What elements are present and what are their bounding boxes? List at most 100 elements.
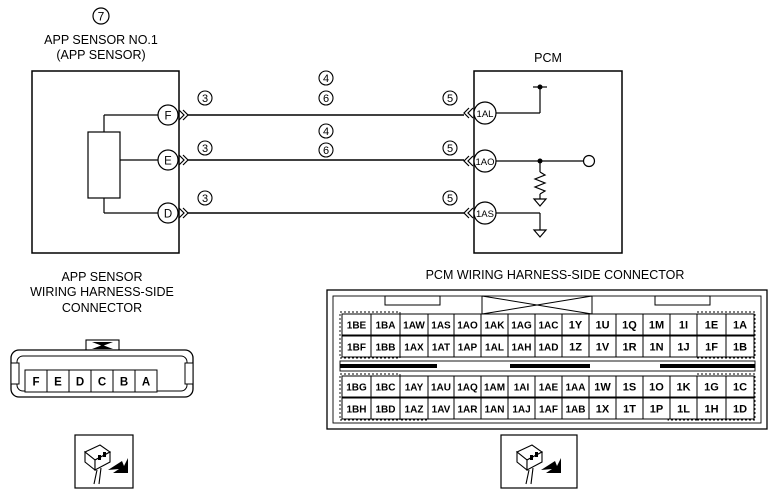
svg-text:1I: 1I [679,320,688,332]
sensor-box [31,70,180,254]
svg-text:1AB: 1AB [565,405,585,416]
svg-text:1W: 1W [594,382,611,394]
probe-icon [500,434,578,489]
pcm-connector: 1BE 1BA 1AW 1AS 1AO 1AK 1AG 1AC 1Y 1U 1Q… [326,289,768,430]
svg-text:1BE: 1BE [347,321,367,332]
pcm-title: PCM [534,51,562,65]
svg-text:1BD: 1BD [375,405,395,416]
svg-text:1AT: 1AT [432,343,450,354]
svg-text:1AD: 1AD [538,343,558,354]
svg-text:1AP: 1AP [458,343,478,354]
pcm-pin-1ao: 1AO [473,149,497,173]
pcm-ref-callout-1ao: 5 [442,140,458,156]
sensor-connector-title-1: APP SENSOR [61,270,142,284]
svg-text:1T: 1T [623,404,636,416]
svg-text:1BG: 1BG [346,383,367,394]
svg-text:1F: 1F [705,342,718,354]
svg-text:6: 6 [323,145,329,157]
svg-text:1AO: 1AO [457,321,478,332]
svg-text:1BH: 1BH [346,405,366,416]
wire-d-1as [178,207,474,219]
svg-text:1AH: 1AH [511,343,531,354]
sensor-resistor [87,131,121,199]
pin-ref-callout-d: 3 [197,190,213,206]
svg-text:1L: 1L [677,404,690,416]
svg-text:1A: 1A [733,320,747,332]
svg-text:1H: 1H [704,404,718,416]
svg-text:1AR: 1AR [457,405,478,416]
svg-text:1G: 1G [704,382,719,394]
pcm-pin-1as: 1AS [473,201,497,225]
svg-text:1BA: 1BA [375,321,395,332]
svg-text:1AF: 1AF [539,405,558,416]
svg-text:1M: 1M [649,320,664,332]
svg-text:1AQ: 1AQ [457,383,478,394]
svg-text:3: 3 [202,93,208,105]
svg-text:1AV: 1AV [432,405,451,416]
svg-text:1AW: 1AW [403,321,425,332]
svg-text:E: E [164,156,172,168]
svg-text:A: A [142,377,150,389]
svg-text:1AU: 1AU [431,383,451,394]
svg-text:1X: 1X [596,404,610,416]
sensor-subtitle: (APP SENSOR) [56,48,145,62]
sensor-pin-d: D [157,202,179,224]
svg-text:1AJ: 1AJ [512,405,530,416]
svg-text:1AO: 1AO [475,157,494,168]
svg-text:3: 3 [202,143,208,155]
pin-ref-callout-e: 3 [197,140,213,156]
svg-text:1K: 1K [676,382,690,394]
wire-e-1ao [178,154,474,167]
probe-icon [74,434,134,489]
svg-text:1AA: 1AA [565,383,585,394]
svg-text:1O: 1O [649,382,664,394]
ground-symbol-1 [532,198,548,207]
svg-text:1P: 1P [650,404,663,416]
svg-text:1BB: 1BB [375,343,395,354]
ground-symbol-2 [532,229,548,238]
svg-text:1BC: 1BC [375,383,395,394]
svg-text:6: 6 [323,93,329,105]
svg-text:1V: 1V [596,342,610,354]
svg-text:F: F [164,111,171,123]
sensor-connector: F E D C B A [10,339,194,398]
svg-text:D: D [76,377,84,389]
svg-text:7: 7 [98,10,105,24]
svg-text:1N: 1N [649,342,663,354]
svg-text:1AS: 1AS [476,209,494,220]
sensor-title: APP SENSOR NO.1 [44,33,158,47]
pcm-connector-title: PCM WIRING HARNESS-SIDE CONNECTOR [426,268,685,282]
svg-text:4: 4 [323,126,329,138]
svg-text:1S: 1S [623,382,636,394]
svg-text:1AG: 1AG [511,321,532,332]
pcm-pin-1al: 1AL [473,101,497,125]
svg-text:1R: 1R [622,342,636,354]
svg-text:1Z: 1Z [569,342,582,354]
svg-text:1D: 1D [733,404,747,416]
svg-text:1C: 1C [733,382,747,394]
svg-text:1AM: 1AM [484,383,505,394]
svg-text:1AZ: 1AZ [405,405,424,416]
svg-text:C: C [98,377,106,389]
svg-text:5: 5 [447,93,453,105]
sensor-connector-title-2: WIRING HARNESS-SIDE [30,285,174,299]
svg-text:1AK: 1AK [484,321,505,332]
svg-text:1AL: 1AL [477,109,494,120]
sensor-connector-title-3: CONNECTOR [62,301,142,315]
wire-ref-callouts-top: 4 6 [318,70,334,106]
wire-ref-callouts-mid: 4 6 [318,123,334,158]
svg-text:B: B [120,377,128,389]
svg-text:1AI: 1AI [514,383,530,394]
pcm-resistor [533,171,547,195]
svg-text:1U: 1U [595,320,609,332]
pcm-ref-callout-1al: 5 [442,90,458,106]
pcm-ref-callout-1as: 5 [442,190,458,206]
sensor-ref-callout: 7 [92,7,110,25]
sensor-pin-e: E [157,149,179,171]
svg-text:D: D [164,209,172,221]
svg-text:1AY: 1AY [405,383,424,394]
svg-text:F: F [32,377,39,389]
svg-text:1AX: 1AX [404,343,424,354]
pin-ref-callout-f: 3 [197,90,213,106]
